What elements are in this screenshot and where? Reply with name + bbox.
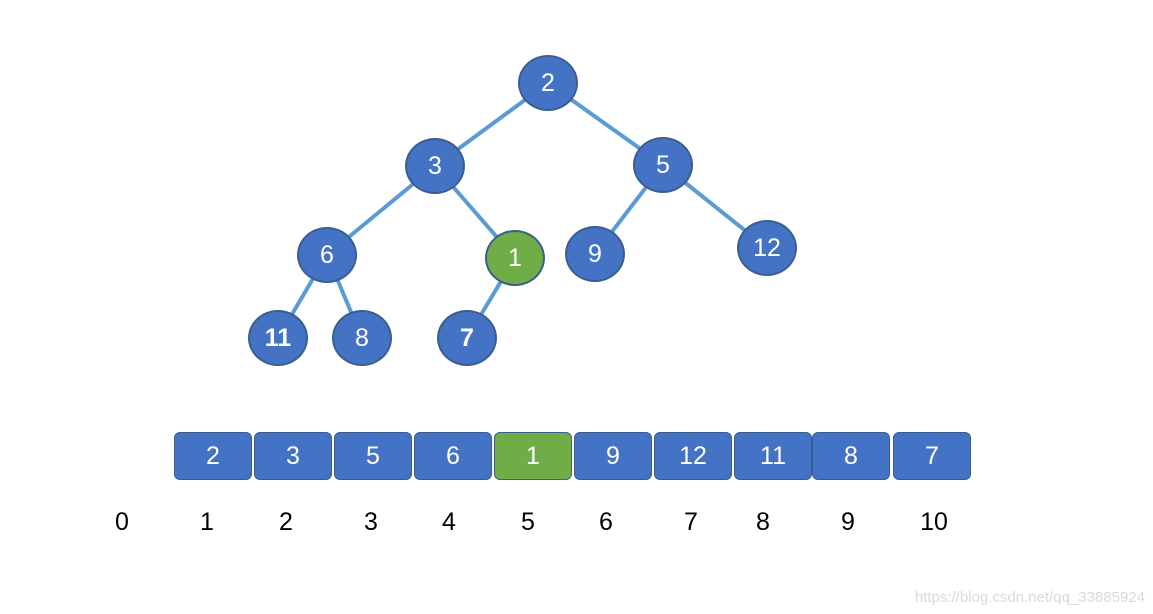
tree-node-7: 7: [437, 310, 497, 366]
tree-node-11: 11: [248, 310, 308, 366]
array-index-7: 7: [684, 508, 698, 536]
array-cell-5: 1: [494, 432, 572, 480]
tree-node-3: 3: [405, 138, 465, 194]
array-index-5: 5: [521, 508, 535, 536]
tree-node-5: 5: [633, 137, 693, 193]
array-cell-2: 3: [254, 432, 332, 480]
array-cell-8: 11: [734, 432, 812, 480]
array-cell-7: 12: [654, 432, 732, 480]
array-index-0: 0: [115, 508, 129, 536]
array-index-9: 9: [841, 508, 855, 536]
array-index-1: 1: [200, 508, 214, 536]
watermark: https://blog.csdn.net/qq_33885924: [914, 589, 1145, 606]
tree-node-9: 9: [565, 226, 625, 282]
tree-node-12: 12: [737, 220, 797, 276]
array-cell-10: 7: [893, 432, 971, 480]
array-cell-6: 9: [574, 432, 652, 480]
array-cell-4: 6: [414, 432, 492, 480]
array-index-6: 6: [599, 508, 613, 536]
tree-node-8: 8: [332, 310, 392, 366]
array-index-8: 8: [756, 508, 770, 536]
array-cell-1: 2: [174, 432, 252, 480]
tree-node-6: 6: [297, 227, 357, 283]
array-index-4: 4: [442, 508, 456, 536]
array-index-3: 3: [364, 508, 378, 536]
tree-node-2: 2: [518, 55, 578, 111]
array-index-2: 2: [279, 508, 293, 536]
array-index-10: 10: [920, 508, 948, 536]
tree-node-1: 1: [485, 230, 545, 286]
array-cell-3: 5: [334, 432, 412, 480]
array-cell-9: 8: [812, 432, 890, 480]
